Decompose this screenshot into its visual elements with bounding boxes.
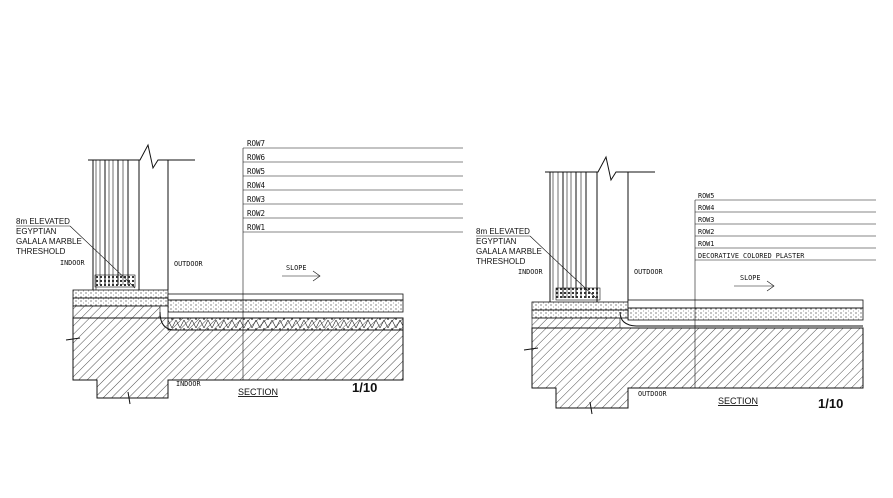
- right-threshold-line-2: EGYPTIAN: [476, 237, 517, 246]
- left-threshold-line-1: 8m ELEVATED: [16, 217, 70, 226]
- left-indoor-bottom: INDOOR: [176, 380, 201, 388]
- left-row-4: ROW4: [247, 181, 266, 190]
- right-door-frame: [545, 155, 655, 302]
- right-slope-arrow-icon: [734, 280, 775, 292]
- right-slope-label: SLOPE: [740, 274, 760, 282]
- right-threshold-line-4: THRESHOLD: [476, 257, 526, 266]
- right-outdoor-bottom: OUTDOOR: [638, 390, 668, 398]
- left-scale: 1/10: [352, 380, 377, 395]
- left-row-5: ROW5: [247, 167, 265, 176]
- right-row-5: ROW5: [698, 192, 714, 200]
- right-threshold-line-3: GALALA MARBLE: [476, 247, 542, 256]
- left-section-title: SECTION: [238, 387, 278, 397]
- left-threshold-line-4: THRESHOLD: [16, 247, 66, 256]
- left-row-6: ROW6: [247, 153, 266, 162]
- left-door-frame: [88, 143, 195, 290]
- left-row-2: ROW2: [247, 209, 265, 218]
- left-row-1: ROW1: [247, 223, 265, 232]
- right-row-4: ROW4: [698, 204, 714, 212]
- right-outdoor-top: OUTDOOR: [634, 268, 664, 276]
- left-threshold-line-2: EGYPTIAN: [16, 227, 57, 236]
- right-row-leaders: [694, 199, 876, 388]
- right-plaster-label: DECORATIVE COLORED PLASTER: [698, 252, 805, 260]
- right-scale: 1/10: [818, 396, 843, 411]
- left-row-leaders: [242, 147, 463, 380]
- left-row-3: ROW3: [247, 195, 265, 204]
- right-row-2: ROW2: [698, 228, 714, 236]
- right-section: ROW5 ROW4 ROW3 ROW2 ROW1 DECORATIVE COLO…: [476, 155, 876, 415]
- left-slope-arrow-icon: [282, 270, 321, 282]
- left-indoor-top: INDOOR: [60, 259, 85, 267]
- left-threshold-line-3: GALALA MARBLE: [16, 237, 82, 246]
- left-row-7: ROW7: [247, 139, 265, 148]
- left-slope-label: SLOPE: [286, 264, 306, 272]
- right-indoor-top: INDOOR: [518, 268, 543, 276]
- right-row-3: ROW3: [698, 216, 714, 224]
- left-section: ROW7 ROW6 ROW5 ROW4 ROW3 ROW2 ROW1 8m EL…: [16, 139, 463, 405]
- right-section-title: SECTION: [718, 396, 758, 406]
- right-threshold-line-1: 8m ELEVATED: [476, 227, 530, 236]
- right-row-1: ROW1: [698, 240, 714, 248]
- left-outdoor-top: OUTDOOR: [174, 260, 204, 268]
